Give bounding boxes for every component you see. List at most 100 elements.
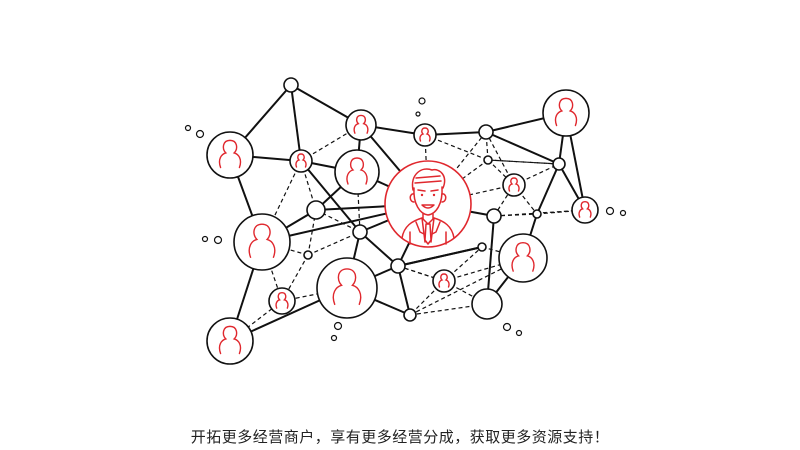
person-node	[542, 89, 590, 137]
person-silhouette-icon	[295, 153, 307, 168]
ears-icon	[409, 193, 447, 203]
node-circle	[486, 208, 502, 224]
node-circle	[502, 173, 526, 197]
person-silhouette-icon	[218, 325, 242, 355]
node-circle	[477, 242, 487, 252]
node-circle	[403, 308, 417, 322]
node-circle	[206, 131, 254, 179]
node-circle	[316, 257, 378, 319]
decorative-dot	[330, 334, 338, 342]
person-silhouette-icon	[438, 273, 450, 288]
empty-node	[303, 250, 313, 260]
node-circle	[352, 224, 368, 240]
node-circle	[498, 233, 548, 283]
node-circle	[334, 149, 380, 195]
person-node	[233, 213, 291, 271]
dashed-connection-line	[536, 209, 586, 215]
eye-icon	[420, 193, 424, 197]
node-circle	[471, 288, 503, 320]
person-silhouette-icon	[346, 157, 368, 185]
smile-icon	[421, 204, 435, 209]
empty-node	[478, 124, 494, 140]
dashed-connection-line	[307, 231, 361, 256]
person-silhouette-icon	[275, 292, 289, 309]
person-node	[268, 287, 296, 315]
solid-connection-line	[536, 163, 560, 215]
person-node	[206, 317, 254, 365]
dashed-connection-line	[397, 265, 445, 282]
person-silhouette-icon	[554, 97, 578, 127]
person-node	[571, 196, 599, 224]
decorative-dot	[418, 97, 426, 105]
dashed-connection-line	[290, 84, 302, 162]
center-circle	[384, 160, 472, 248]
lapels-icon	[415, 221, 441, 235]
decorative-dots	[184, 97, 627, 342]
decorative-dot	[201, 235, 209, 243]
node-circle	[303, 250, 313, 260]
person-node	[345, 109, 377, 141]
node-circle	[345, 109, 377, 141]
hair-lines-icon	[414, 175, 442, 184]
node-circle	[432, 269, 456, 293]
empty-node	[486, 208, 502, 224]
person-silhouette-icon	[332, 268, 362, 306]
decorative-dot	[195, 129, 205, 139]
decorative-dot	[415, 111, 421, 117]
person-node	[289, 149, 313, 173]
person-silhouette-icon	[353, 114, 369, 134]
person-node	[413, 123, 437, 147]
empty-node	[471, 288, 503, 320]
empty-node	[390, 258, 406, 274]
network-illustration	[184, 77, 627, 365]
empty-node	[477, 242, 487, 252]
eye-icon	[432, 193, 436, 197]
node-circle	[542, 89, 590, 137]
empty-node	[403, 308, 417, 322]
person-silhouette-icon	[218, 139, 242, 169]
node-circle	[233, 213, 291, 271]
person-node	[334, 149, 380, 195]
person-node	[206, 131, 254, 179]
dashed-connection-line	[487, 159, 560, 165]
empty-node	[552, 157, 566, 171]
decorative-dot	[213, 235, 223, 245]
node-circle	[289, 149, 313, 173]
sleeves-icon	[409, 231, 447, 245]
dashed-connection-line	[513, 184, 538, 215]
dashed-connection-line	[261, 160, 302, 243]
decorative-dot	[605, 206, 615, 216]
node-circle	[206, 317, 254, 365]
person-silhouette-icon	[419, 127, 431, 142]
person-silhouette-icon	[248, 223, 276, 258]
hair-icon	[411, 168, 446, 191]
node-circle	[483, 155, 493, 165]
person-node	[432, 269, 456, 293]
node-circle	[283, 77, 299, 93]
empty-node	[283, 77, 299, 93]
node-circle	[306, 200, 326, 220]
decorative-dot	[502, 322, 512, 332]
node-circle	[478, 124, 494, 140]
decorative-dot	[515, 329, 523, 337]
node-circle	[268, 287, 296, 315]
center-businessman-avatar	[384, 160, 472, 248]
node-circle	[413, 123, 437, 147]
decorative-dot	[619, 209, 627, 217]
person-node	[498, 233, 548, 283]
node-circle	[552, 157, 566, 171]
solid-connection-line	[397, 265, 411, 316]
solid-connection-line	[300, 160, 361, 233]
solid-connection-line	[397, 246, 483, 267]
network-nodes	[206, 77, 599, 365]
node-circle	[571, 196, 599, 224]
promo-caption: 开拓更多经营商户，享有更多经营分成，获取更多资源支持！	[190, 428, 610, 446]
person-node	[502, 173, 526, 197]
empty-node	[306, 200, 326, 220]
dashed-connection-line	[424, 134, 489, 161]
face-icon	[413, 186, 443, 216]
solid-connection-line	[359, 231, 399, 267]
person-node	[316, 257, 378, 319]
empty-node	[532, 209, 542, 219]
node-circle	[532, 209, 542, 219]
